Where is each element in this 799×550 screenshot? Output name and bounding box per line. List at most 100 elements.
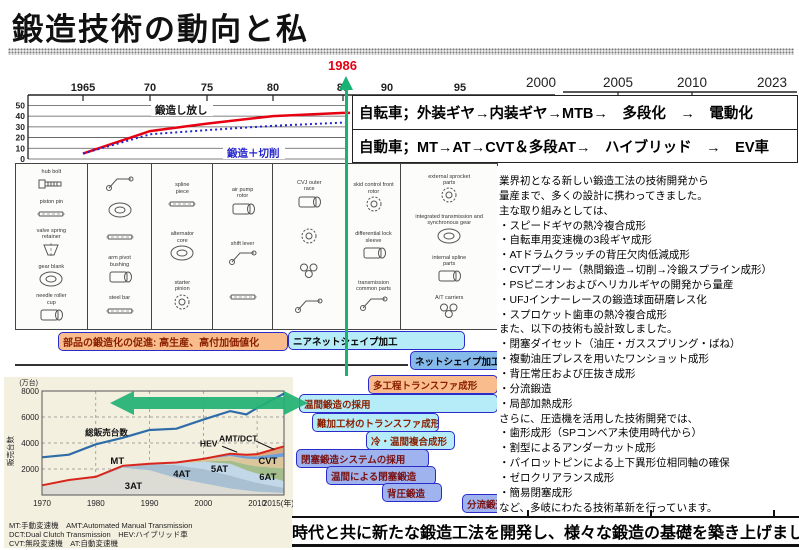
part-label: spline piece: [175, 182, 190, 195]
svg-text:1990: 1990: [141, 499, 159, 508]
process-box-net-shape: ネットシェイプ加工: [410, 351, 503, 370]
parts-column: spline piece alternator core starter pinio…: [152, 164, 214, 329]
page-title: 鍛造技術の動向と私: [12, 12, 309, 47]
part-label: differential lock sleeve: [355, 231, 392, 244]
bicycle-evolution-row: 自転車；外装ギヤ→内装ギヤ→MTB→ 多段化 → 電動化: [353, 96, 797, 131]
evolution-rows: 自転車；外装ギヤ→内装ギヤ→MTB→ 多段化 → 電動化 自動車；MT→AT→C…: [352, 95, 798, 163]
part-label: arm pivot bushing: [108, 255, 131, 268]
part-label: integrated transmission and synchronous …: [415, 214, 483, 227]
tech-list-line: ・PSピニオンおよびヘリカルギヤの開発から量産: [499, 278, 734, 291]
svg-text:1965: 1965: [71, 82, 95, 94]
ring-part-icon: [39, 271, 63, 287]
part-label: needle roller cup: [36, 293, 67, 306]
svg-text:2015(年): 2015(年): [263, 498, 293, 508]
bottom-axis-tick: [650, 510, 652, 517]
rod-part-icon: [37, 211, 66, 217]
part-item: CVJ outer race: [291, 180, 328, 211]
part-label: internal spline parts: [432, 254, 467, 267]
tech-list-line: ・閉塞ダイセット（油圧・ガススプリング・ばね）: [499, 338, 741, 351]
part-item: needle roller cup: [31, 293, 72, 324]
legend-line: MT:手動変速機 AMT:Automated Manual Transmissi…: [9, 521, 193, 530]
part-label: A/T carriers: [435, 294, 464, 301]
lever-part-icon: [359, 296, 388, 311]
svg-text:95: 95: [454, 82, 466, 94]
rod-part-icon: [168, 201, 197, 207]
part-item: steel bar: [105, 295, 135, 319]
tech-list-line: ・パイロットピンによる上下異形位相同軸の確保: [499, 457, 730, 470]
svg-text:40: 40: [16, 111, 26, 121]
part-label: valve spring retainer: [36, 228, 67, 241]
part-item: gear blank: [36, 264, 66, 288]
title-separator: [8, 48, 794, 55]
tech-list-line: ・分流鍛造: [499, 382, 552, 395]
svg-text:販売台数: 販売台数: [5, 436, 15, 466]
svg-text:2023: 2023: [757, 75, 787, 90]
part-item: internal spline parts: [425, 255, 473, 286]
tech-list-line: ・局部加熱成形: [499, 397, 573, 410]
tech-list-line: ・ATドラムクラッチの背圧欠肉低減成形: [499, 249, 690, 262]
part-item: hub bolt: [36, 169, 66, 193]
process-box-difficult-material-transfer: 難加工材のトランスファ成形: [312, 413, 439, 432]
year-1986-line: [345, 90, 348, 376]
tech-list-line: ・CVTプーリー（熱間鍛造→切削→冷鍛スプライン成形）: [499, 264, 772, 277]
part-item: [105, 228, 135, 246]
tech-list-line: ・歯形成形（SPコンベア未使用時代から）: [499, 427, 703, 440]
part-label: starter pinion: [174, 280, 191, 293]
part-label: transmission common parts: [356, 280, 391, 293]
process-box-warm-closed-die: 温間による閉塞鍛造: [326, 466, 436, 485]
parts-column: air pump rotor shift lever: [213, 164, 273, 329]
process-box-cold-warm-composite: 冷・温間複合成形: [366, 431, 455, 450]
part-item: skid control front rotor: [347, 182, 400, 213]
part-item: differential lock sleeve: [347, 231, 401, 262]
gear-part-icon: [441, 187, 457, 203]
svg-text:80: 80: [267, 82, 279, 94]
part-label: skid control front rotor: [353, 182, 394, 195]
lever-part-icon: [295, 298, 323, 313]
tech-list-line: ・スプロケット歯車の熱冷複合成形: [499, 308, 667, 321]
cyl-part-icon: [232, 203, 255, 215]
svg-text:0: 0: [20, 154, 25, 164]
svg-text:総販売台数: 総販売台数: [85, 427, 128, 438]
svg-text:HEV: HEV: [200, 439, 218, 449]
cyl-part-icon: [109, 271, 132, 283]
svg-text:10: 10: [16, 143, 26, 153]
part-item: transmission common parts: [347, 280, 401, 311]
part-item: [294, 261, 324, 279]
gear-part-icon: [174, 294, 190, 310]
svg-text:鍛造し放し: 鍛造し放し: [154, 104, 208, 117]
process-box-warm-forging: 温間鍛造の採用: [299, 394, 498, 413]
part-label: air pump rotor: [231, 187, 254, 200]
parts-column: CVJ outer race: [273, 164, 347, 329]
tech-list-line: また、以下の技術も設計致しました。: [499, 323, 678, 336]
svg-text:1970: 1970: [33, 499, 51, 508]
sales-chart-legend: MT:手動変速機 AMT:Automated Manual Transmissi…: [9, 521, 192, 548]
part-label: CVJ outer race: [297, 180, 322, 193]
tech-list-line: 主な取り組みとしては、: [499, 204, 614, 217]
part-item: arm pivot bushing: [98, 255, 141, 286]
tech-list-line: ・割型によるアンダーカット成形: [499, 442, 656, 455]
career-technology-text-panel: 業界初となる新しい鍛造工法の技術開発から量産まで、多くの設計に携わってきました。…: [497, 166, 798, 516]
svg-text:2000: 2000: [526, 75, 556, 90]
parts-column: skid control front rotor differential loc…: [347, 164, 402, 329]
tech-list-line: ・自転車用変速機の3段ギヤ成形: [499, 234, 652, 247]
svg-text:50: 50: [16, 100, 26, 110]
automobile-evolution-row: 自動車；MT→AT→CVT＆多段AT→ ハイブリッド → EV車: [359, 140, 769, 157]
part-item: air pump rotor: [225, 187, 259, 218]
legend-line: DCT:Dual Clutch Transmission HEV:ハイブリッド車: [9, 530, 188, 539]
svg-text:2010: 2010: [677, 75, 707, 90]
svg-text:6AT: 6AT: [259, 472, 276, 483]
part-label: alternator core: [170, 231, 194, 244]
svg-text:2000: 2000: [21, 465, 39, 474]
svg-text:CVT: CVT: [258, 456, 277, 467]
part-label: shift lever: [230, 240, 255, 247]
svg-text:MT: MT: [110, 456, 124, 467]
tech-list-line: ・UFJインナーレースの鍛造球面研磨レス化: [499, 293, 707, 306]
tech-list-line: 業界初となる新しい鍛造工法の技術開発から: [499, 175, 709, 187]
bottom-axis-tick: [527, 510, 529, 517]
svg-text:AMT/DCT: AMT/DCT: [219, 433, 258, 443]
gear-part-icon: [301, 228, 317, 244]
part-item: [294, 295, 324, 313]
